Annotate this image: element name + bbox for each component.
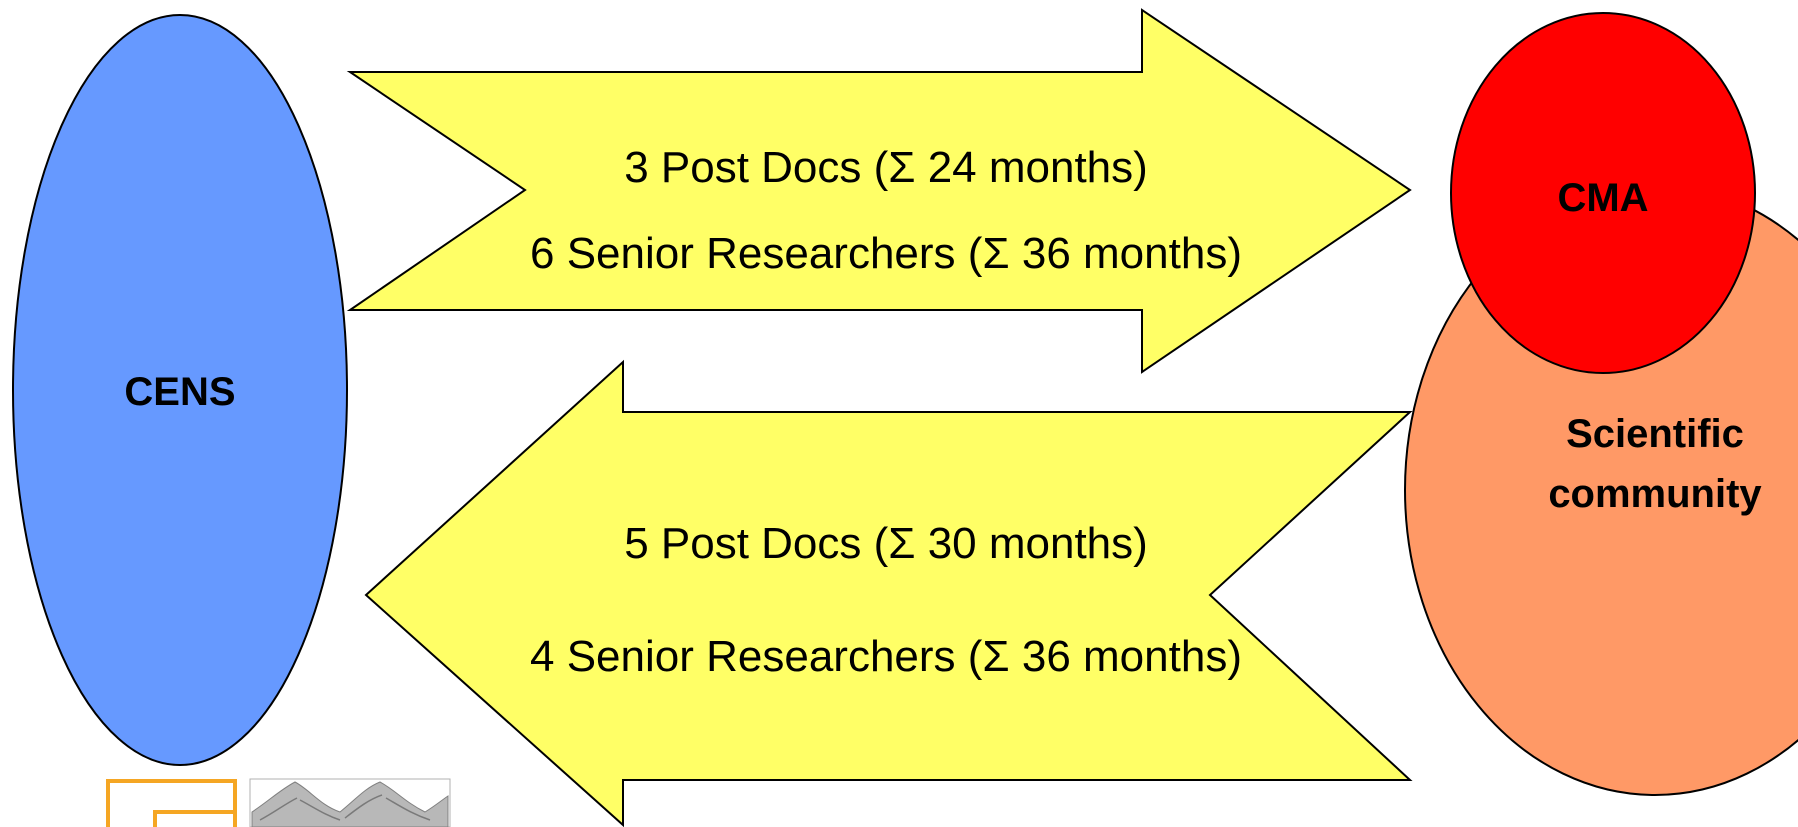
arrow-to-left-shape [364, 359, 1413, 827]
grey-wave-surface-logo [249, 778, 451, 827]
arrow-to-right-line2: 6 Senior Researchers (Σ 36 months) [530, 229, 1242, 278]
scientific-community-label-line2: community [1548, 472, 1762, 516]
arrow-to-left-line1: 5 Post Docs (Σ 30 months) [624, 519, 1148, 568]
arrow-to-left-line2: 4 Senior Researchers (Σ 36 months) [530, 632, 1242, 681]
cens-ellipse [12, 14, 348, 766]
cens-label: CENS [124, 370, 235, 414]
cma-label: CMA [1557, 176, 1648, 220]
cma-ellipse [1450, 12, 1756, 374]
arrow-to-left: 5 Post Docs (Σ 30 months) 4 Senior Resea… [364, 359, 1413, 827]
cma-node: CMA [1450, 12, 1756, 374]
orange-bracket-logo [106, 779, 237, 827]
cens-node: CENS [12, 14, 348, 766]
scientific-community-label-line1: Scientific [1566, 412, 1744, 456]
arrow-to-right-shape [346, 8, 1412, 374]
arrow-to-right: 3 Post Docs (Σ 24 months) 6 Senior Resea… [346, 8, 1412, 374]
arrow-to-right-line1: 3 Post Docs (Σ 24 months) [624, 143, 1148, 192]
